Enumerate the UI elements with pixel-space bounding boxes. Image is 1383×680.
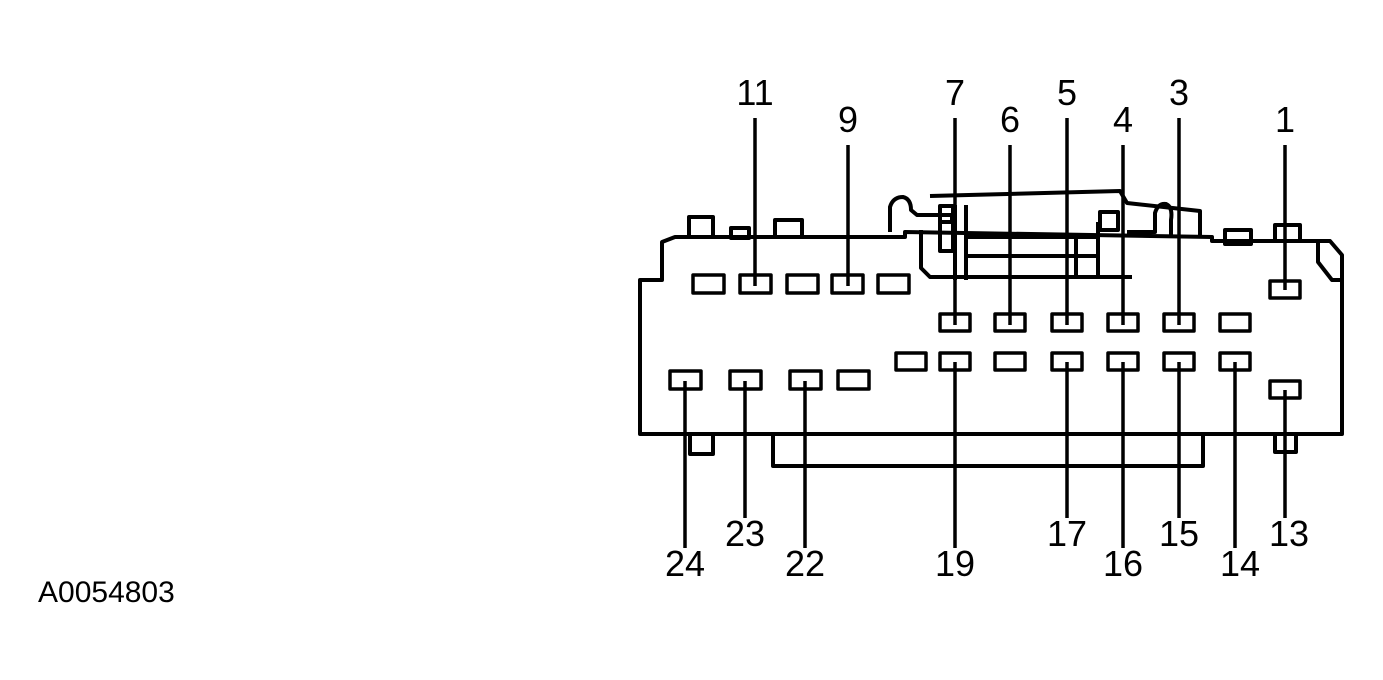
housing-right-corner bbox=[1316, 241, 1342, 282]
latch-frame bbox=[919, 189, 1202, 279]
latch-left-block bbox=[938, 204, 955, 253]
housing-top-tab-1 bbox=[687, 215, 715, 239]
pin-label-5: 5 bbox=[1057, 72, 1077, 113]
pin-label-17: 17 bbox=[1047, 513, 1087, 554]
pin-label-16: 16 bbox=[1103, 543, 1143, 584]
cavity-upper-1 bbox=[691, 273, 726, 295]
cavity-mid-6 bbox=[1218, 312, 1252, 333]
housing-top-tab-5 bbox=[1273, 223, 1302, 241]
cavity-upper-5 bbox=[876, 273, 911, 295]
pin-label-4: 4 bbox=[1113, 99, 1133, 140]
pin-label-15: 15 bbox=[1159, 513, 1199, 554]
cavities bbox=[668, 273, 1302, 400]
housing-top-tab-2 bbox=[729, 226, 751, 240]
pin-label-3: 3 bbox=[1169, 72, 1189, 113]
pin-label-24: 24 bbox=[665, 543, 705, 584]
pin-label-6: 6 bbox=[1000, 99, 1020, 140]
cavity-bottom-4 bbox=[836, 369, 871, 391]
pin-label-11: 11 bbox=[736, 72, 773, 113]
housing-bottom-tab-1 bbox=[688, 432, 715, 456]
latch-left-hook bbox=[888, 195, 954, 232]
pin-label-13: 13 bbox=[1269, 513, 1309, 554]
pin-labels: 11 9 7 6 5 4 3 1 24 23 22 19 17 16 15 14… bbox=[665, 72, 1309, 584]
cavity-lower-2 bbox=[993, 351, 1027, 372]
pin-label-14: 14 bbox=[1220, 543, 1260, 584]
latch-right-post bbox=[1074, 222, 1100, 277]
pin-label-7: 7 bbox=[945, 72, 965, 113]
latch-right-block bbox=[1098, 210, 1120, 232]
cavity-lower-0 bbox=[894, 351, 928, 372]
pin-label-23: 23 bbox=[725, 513, 765, 554]
pin-label-22: 22 bbox=[785, 543, 825, 584]
housing-bottom-skirt bbox=[771, 434, 1205, 468]
latch-right-hook bbox=[1127, 201, 1174, 237]
housing-outline bbox=[638, 230, 1344, 436]
pin-label-1: 1 bbox=[1275, 99, 1295, 140]
housing-top-tab-3 bbox=[773, 218, 804, 239]
pin-label-19: 19 bbox=[935, 543, 975, 584]
figure-code: A0054803 bbox=[38, 576, 175, 609]
cavity-upper-3 bbox=[785, 273, 820, 295]
housing-top-tab-4 bbox=[1223, 228, 1253, 246]
pin-label-9: 9 bbox=[838, 99, 858, 140]
leader-lines bbox=[683, 118, 1287, 548]
